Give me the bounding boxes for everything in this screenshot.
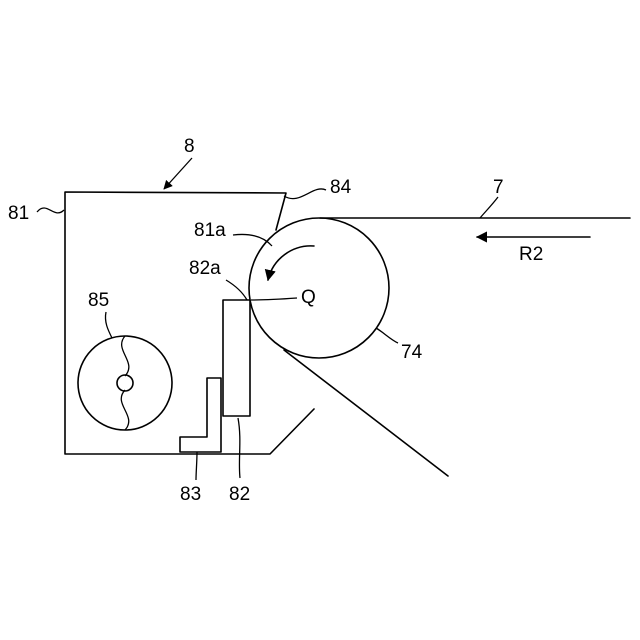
label-unit: 8 bbox=[184, 136, 195, 157]
auger-shaft bbox=[117, 375, 133, 391]
leader-82a bbox=[226, 280, 247, 300]
rotation-arrow-icon bbox=[268, 246, 314, 280]
blade-rect bbox=[223, 300, 250, 416]
label-blade: 82 bbox=[229, 484, 250, 505]
leader-8 bbox=[164, 158, 192, 189]
label-belt: 7 bbox=[493, 177, 504, 198]
label-housing: 81 bbox=[8, 203, 29, 224]
label-auger: 85 bbox=[88, 290, 109, 311]
leader-85 bbox=[105, 312, 112, 338]
belt-lower-run bbox=[284, 350, 448, 476]
auger-blade-line bbox=[121, 336, 129, 430]
label-housing-edge: 81a bbox=[194, 220, 226, 241]
leader-7 bbox=[480, 197, 498, 218]
leader-74 bbox=[376, 328, 398, 343]
leader-81 bbox=[37, 208, 64, 213]
label-roller: 74 bbox=[401, 342, 423, 363]
label-direction: R2 bbox=[519, 244, 543, 265]
label-tip: 84 bbox=[330, 177, 352, 198]
auger-circle bbox=[78, 336, 172, 430]
label-blade-edge: 82a bbox=[189, 258, 221, 279]
leader-84 bbox=[284, 189, 326, 199]
label-holder: 83 bbox=[180, 484, 201, 505]
leader-81a bbox=[233, 234, 272, 246]
holder-outline bbox=[180, 378, 221, 452]
roller-circle bbox=[249, 218, 389, 358]
leader-83 bbox=[196, 452, 197, 480]
leader-82 bbox=[238, 418, 240, 478]
leader-q bbox=[251, 298, 297, 300]
label-contact-point: Q bbox=[301, 287, 316, 308]
